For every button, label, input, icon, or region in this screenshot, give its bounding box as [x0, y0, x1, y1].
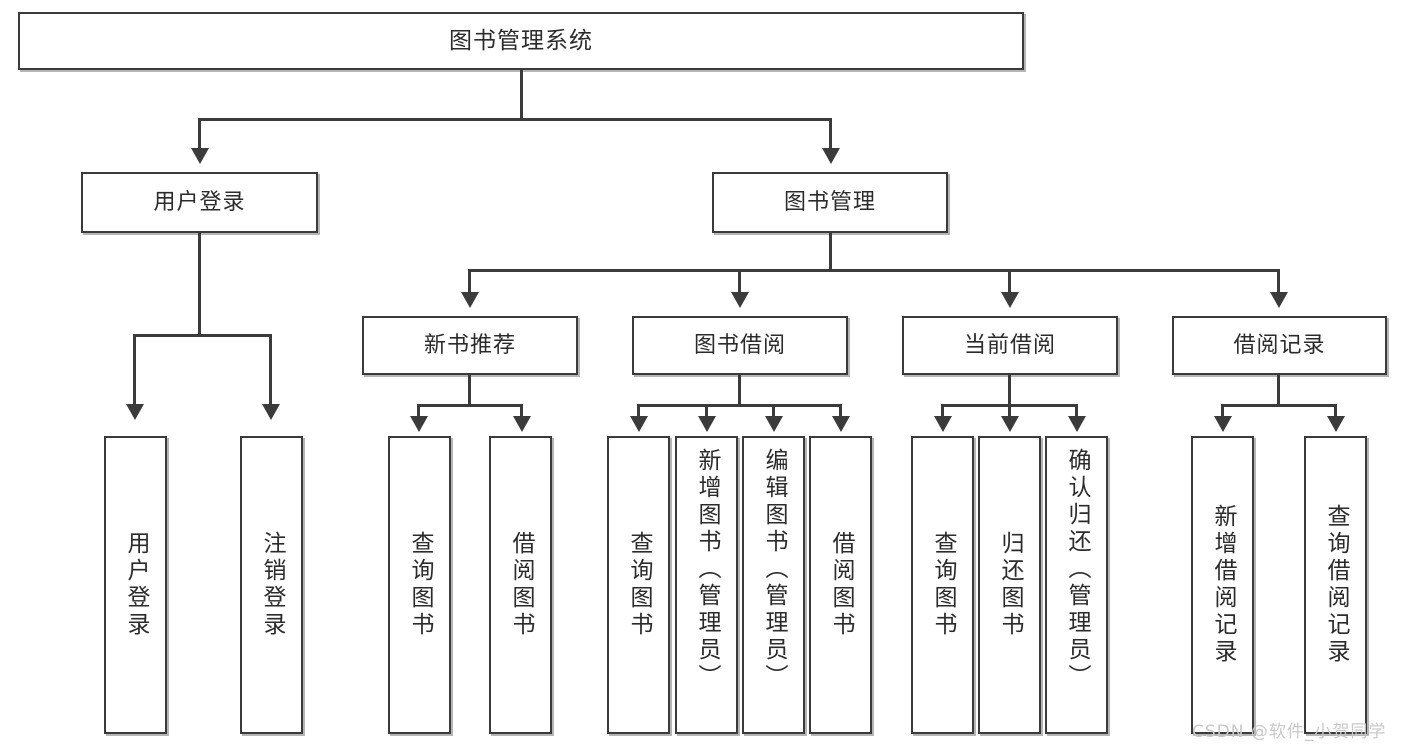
csdn-watermark: CSDN @软件_小贺同学 — [1192, 722, 1387, 742]
edge-book-borrow-to-leaf-4 — [839, 404, 842, 418]
edge-borrow-record-to-leaf-2 — [1334, 404, 1337, 418]
edge-book-borrow-stem — [738, 375, 741, 406]
edge-user-login-to-leaf-1 — [133, 334, 136, 406]
leaf-add-book-admin[interactable]: 新增图书（管理员） — [675, 436, 738, 734]
edge-root-bar — [198, 118, 832, 121]
node-label: 编辑图书（管理员） — [761, 448, 787, 691]
arrowhead-current-borrow — [1001, 292, 1019, 308]
arrowhead-book-borrow-leaf-2 — [698, 416, 716, 432]
arrowhead-book-borrow — [731, 292, 749, 308]
node-label: 注销登录 — [259, 531, 285, 639]
node-label: 图书借阅 — [693, 332, 786, 358]
leaf-edit-book-admin[interactable]: 编辑图书（管理员） — [742, 436, 805, 734]
arrowhead-new-book-leaf-1 — [410, 416, 428, 432]
edge-new-book-bar — [417, 404, 523, 407]
node-label: 借阅图书 — [508, 531, 534, 639]
node-label: 新增图书（管理员） — [694, 448, 720, 691]
edge-root-to-user-login — [198, 118, 201, 150]
edge-new-book-stem — [468, 375, 471, 406]
node-label: 查询借阅记录 — [1323, 504, 1349, 666]
node-label: 借阅记录 — [1233, 332, 1326, 358]
edge-new-book-to-leaf-1 — [417, 404, 420, 418]
leaf-borrow-book[interactable]: 借阅图书 — [809, 436, 872, 734]
edge-book-borrow-to-leaf-2 — [705, 404, 708, 418]
leaf-user-login[interactable]: 用户登录 — [104, 436, 167, 734]
edge-book-borrow-to-leaf-1 — [637, 404, 640, 418]
edge-current-borrow-to-leaf-3 — [1075, 404, 1078, 418]
node-label: 图书管理系统 — [449, 27, 593, 54]
arrowhead-new-book-leaf-2 — [513, 416, 531, 432]
arrowhead-root-to-user-login — [191, 148, 209, 164]
leaf-logout[interactable]: 注销登录 — [240, 436, 303, 734]
edge-user-login-stem — [198, 233, 201, 336]
arrowhead-book-borrow-leaf-3 — [765, 416, 783, 432]
edge-book-manage-to-borrow-record — [1277, 269, 1280, 294]
node-book-management[interactable]: 图书管理 — [712, 172, 948, 233]
edge-root-stem — [520, 70, 523, 120]
node-label: 用户登录 — [153, 189, 246, 215]
leaf-borrow-book-recommend[interactable]: 借阅图书 — [489, 436, 552, 734]
arrowhead-book-borrow-leaf-1 — [630, 416, 648, 432]
node-current-borrow[interactable]: 当前借阅 — [902, 316, 1118, 375]
node-label: 用户登录 — [123, 531, 149, 639]
edge-borrow-record-stem — [1277, 375, 1280, 406]
arrowhead-user-login-leaf-2 — [262, 404, 280, 420]
leaf-query-borrow-record[interactable]: 查询借阅记录 — [1304, 436, 1367, 734]
edge-new-book-to-leaf-2 — [520, 404, 523, 418]
edge-current-borrow-stem — [1008, 375, 1011, 406]
edge-user-login-to-leaf-2 — [269, 334, 272, 406]
leaf-query-book-current[interactable]: 查询图书 — [911, 436, 974, 734]
arrowhead-new-book-recommend — [461, 292, 479, 308]
node-label: 当前借阅 — [963, 332, 1056, 358]
arrowhead-borrow-record-leaf-1 — [1214, 416, 1232, 432]
arrowhead-current-borrow-leaf-3 — [1068, 416, 1086, 432]
edge-book-manage-bar — [468, 269, 1280, 272]
node-new-book-recommend[interactable]: 新书推荐 — [362, 316, 578, 375]
arrowhead-root-to-book-manage — [822, 148, 840, 164]
node-user-login[interactable]: 用户登录 — [81, 172, 318, 233]
edge-book-borrow-to-leaf-3 — [772, 404, 775, 418]
node-label: 查询图书 — [626, 531, 652, 639]
leaf-confirm-return-admin[interactable]: 确认归还（管理员） — [1045, 436, 1108, 734]
node-label: 图书管理 — [783, 189, 876, 215]
arrowhead-current-borrow-leaf-2 — [1001, 416, 1019, 432]
node-root-system[interactable]: 图书管理系统 — [18, 12, 1024, 70]
edge-book-manage-to-book-borrow — [738, 269, 741, 294]
edge-root-to-book-manage — [829, 118, 832, 150]
node-label: 新书推荐 — [423, 332, 516, 358]
leaf-query-book-recommend[interactable]: 查询图书 — [388, 436, 451, 734]
node-label: 归还图书 — [997, 531, 1023, 639]
node-label: 借阅图书 — [828, 531, 854, 639]
node-borrow-record[interactable]: 借阅记录 — [1172, 316, 1387, 375]
node-label: 查询图书 — [930, 531, 956, 639]
edge-user-login-bar — [133, 334, 272, 337]
edge-book-manage-to-new-book — [468, 269, 471, 294]
arrowhead-user-login-leaf-1 — [126, 404, 144, 420]
arrowhead-book-borrow-leaf-4 — [832, 416, 850, 432]
leaf-return-book[interactable]: 归还图书 — [978, 436, 1041, 734]
edge-current-borrow-to-leaf-1 — [941, 404, 944, 418]
leaf-add-borrow-record[interactable]: 新增借阅记录 — [1191, 436, 1254, 734]
node-label: 新增借阅记录 — [1210, 504, 1236, 666]
leaf-query-book-borrow[interactable]: 查询图书 — [607, 436, 670, 734]
node-book-borrow[interactable]: 图书借阅 — [632, 316, 848, 375]
edge-borrow-record-to-leaf-1 — [1221, 404, 1224, 418]
edge-book-manage-to-current-borrow — [1008, 269, 1011, 294]
node-label: 查询图书 — [407, 531, 433, 639]
node-label: 确认归还（管理员） — [1064, 448, 1090, 691]
arrowhead-borrow-record — [1270, 292, 1288, 308]
arrowhead-borrow-record-leaf-2 — [1327, 416, 1345, 432]
edge-book-borrow-bar — [637, 404, 842, 407]
edge-current-borrow-to-leaf-2 — [1008, 404, 1011, 418]
edge-borrow-record-bar — [1221, 404, 1337, 407]
arrowhead-current-borrow-leaf-1 — [934, 416, 952, 432]
edge-book-manage-stem — [829, 233, 832, 271]
